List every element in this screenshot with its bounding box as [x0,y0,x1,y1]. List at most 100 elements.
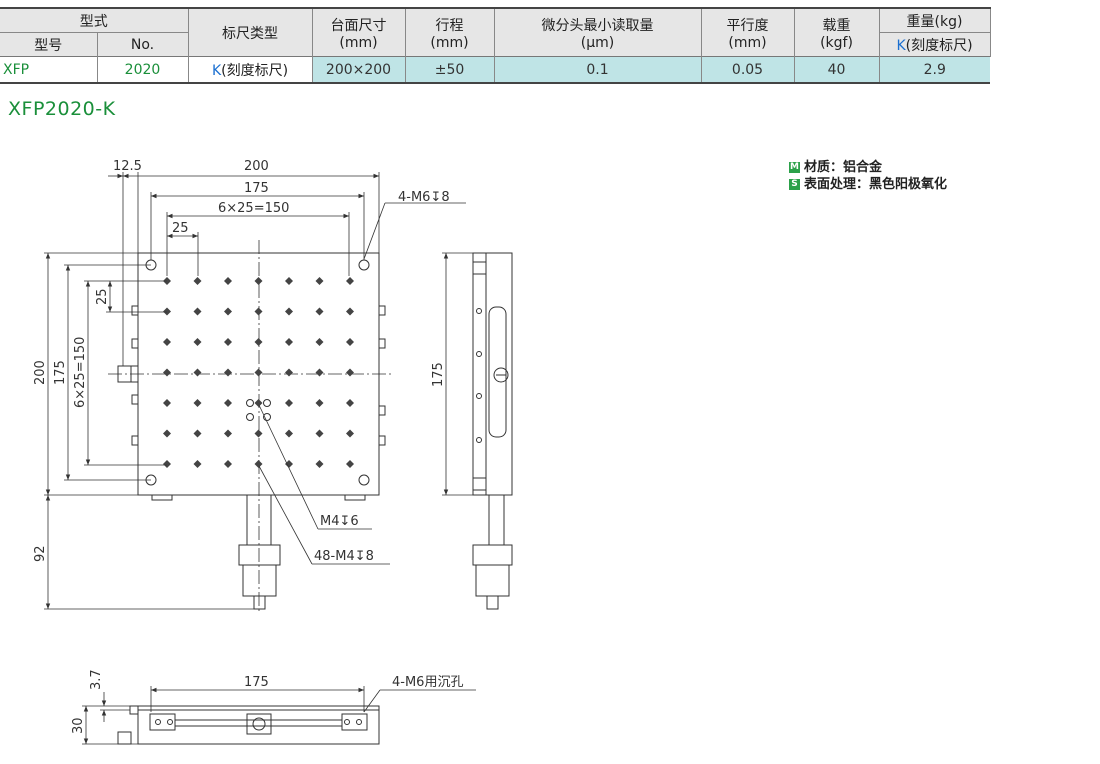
cell-scale: K(刻度标尺) [188,56,313,84]
m4-hole [346,460,354,468]
dim-6x25-left: 6×25=150 [73,337,88,408]
header-scale: 标尺类型 [188,7,313,57]
header-type: 型式 [0,7,189,33]
m4-hole [254,338,263,346]
cell-parallel: 0.05 [701,56,795,84]
dim-200-left: 200 [33,360,48,385]
m4-hole [163,429,171,438]
label-m4: M4↧6 [320,514,359,529]
cell-stroke: ±50 [405,56,495,84]
cell-size: 200×200 [312,56,406,84]
m4-hole [285,307,293,316]
dim-175-bottom: 175 [244,675,269,690]
m4-hole [163,307,171,316]
m4-hole [285,277,293,285]
m4-hole [193,429,202,438]
m4-hole [315,460,324,468]
cell-min-read: 0.1 [494,56,702,84]
m4-hole [254,368,263,377]
side-view [442,252,513,610]
m4-hole [346,338,354,346]
header-no: No. [97,32,189,57]
m4-hole [224,460,232,468]
m4-hole [285,460,293,468]
m4-hole [193,460,202,468]
micrometer-thimble [238,544,281,566]
model-title: XFP2020-K [8,98,116,120]
surface-badge: S [789,179,800,190]
dim-175-top: 175 [244,181,269,196]
material-note: M 材质：铝合金 [789,159,947,176]
m4-hole [193,399,202,407]
header-stroke: 行程(mm) [405,7,495,57]
label-4-m6: 4-M6↧8 [398,190,450,205]
header-size: 台面尺寸(mm) [312,7,406,57]
left-knob [117,365,132,383]
surface-text: 表面处理：黑色阳极氧化 [804,177,948,192]
dim-30: 30 [71,717,86,734]
label-counterbore: 4-M6用沉孔 [392,675,463,690]
dim-25-top: 25 [172,221,189,236]
m4-hole [254,307,263,316]
header-load: 载重(kgf) [794,7,880,57]
m4-hole [224,399,232,407]
cell-no: 2020 [97,56,189,84]
m4-hole [224,429,232,438]
m4-hole-grid [163,277,354,468]
material-text: 材质：铝合金 [804,160,883,175]
dim-25-left: 25 [95,288,110,305]
m4-hole [193,307,202,316]
m4-hole [285,368,293,377]
m4-hole [224,307,232,316]
spec-table: 型式 标尺类型 台面尺寸(mm) 行程(mm) 微分头最小读取量(μm) 平行度… [0,7,991,84]
m4-hole [346,307,354,316]
notes: M 材质：铝合金 S 表面处理：黑色阳极氧化 [789,159,947,193]
m4-hole [254,460,263,468]
m4-hole [193,338,202,346]
m4-hole [193,368,202,377]
left-dimensions [44,252,254,610]
header-weight: 重量(kg) [879,7,991,33]
dim-92: 92 [33,545,48,562]
m4-hole [315,399,324,407]
m4-hole [315,277,324,285]
cell-load: 40 [794,56,880,84]
header-parallel: 平行度(mm) [701,7,795,57]
table-row: XFP 2020 K(刻度标尺) 200×200 ±50 0.1 0.05 40… [0,56,990,84]
m4-hole [285,399,293,407]
label-48-m4: 48-M4↧8 [314,549,374,564]
m4-hole [163,368,171,377]
cell-weight: 2.9 [879,56,990,84]
header-weight-k: K(刻度标尺) [879,32,991,57]
m4-hole [285,429,293,438]
m4-hole [346,429,354,438]
m4-hole [346,368,354,377]
m4-leaders [258,404,390,565]
m4-hole [346,399,354,407]
dim-6x25-top: 6×25=150 [218,201,289,216]
dim-200-top: 200 [244,159,269,174]
dim-12-5: 12.5 [113,159,142,174]
surface-note: S 表面处理：黑色阳极氧化 [789,176,947,193]
cell-model: XFP [0,56,98,84]
m4-hole [254,277,263,285]
m4-hole [254,399,263,407]
m4-hole [346,277,354,285]
m4-hole [163,399,171,407]
m4-hole [224,338,232,346]
m4-hole [315,368,324,377]
dim-175-side: 175 [431,362,446,387]
dim-175-left: 175 [53,360,68,385]
m4-hole [285,338,293,346]
m4-hole [254,429,263,438]
m4-hole [224,368,232,377]
m4-hole [315,429,324,438]
material-badge: M [789,162,800,173]
header-model: 型号 [0,32,98,57]
m4-hole [163,460,171,468]
top-dimensions [108,172,466,366]
m4-hole [163,338,171,346]
front-view [82,686,476,745]
dim-3-7: 3.7 [89,669,104,690]
